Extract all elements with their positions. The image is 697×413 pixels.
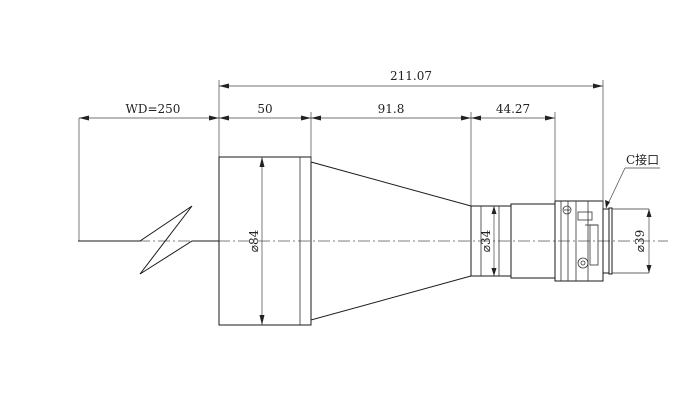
arrow-seg2-left	[311, 115, 321, 121]
wd-break-line	[78, 205, 219, 275]
arrow-total-left	[219, 83, 229, 89]
arrow-dia-mount-bottom	[646, 265, 652, 273]
dim-seg2: 91.8	[378, 102, 405, 116]
dim-dia-front: ⌀84	[247, 229, 261, 252]
arrow-total-right	[593, 83, 603, 89]
dim-seg1: 50	[257, 102, 272, 116]
arrow-dia-mid-bottom	[491, 268, 497, 276]
dim-wd: WD=250	[126, 102, 181, 116]
aperture-knob	[577, 211, 593, 221]
mount-leader-arrow	[605, 200, 610, 208]
arrow-dia-mid-top	[491, 206, 497, 214]
mount-leader	[605, 167, 626, 209]
dim-seg3: 44.27	[496, 102, 530, 116]
arrow-wd-right	[209, 115, 219, 121]
arrow-seg1-left	[219, 115, 229, 121]
mount-label: C接口	[626, 152, 659, 167]
arrow-seg2-right	[461, 115, 471, 121]
arrow-seg3-left	[471, 115, 481, 121]
lock-screw-bottom-core	[580, 260, 586, 266]
arrow-dia-mount-top	[646, 209, 652, 217]
arrow-dia-front-top	[259, 157, 265, 167]
dim-total: 211.07	[390, 69, 432, 83]
arrow-seg3-right	[545, 115, 555, 121]
arrow-seg1-right	[301, 115, 311, 121]
c-mount-edge	[608, 207, 613, 275]
mount-slot	[589, 224, 599, 266]
lock-screw-top-icon	[562, 205, 572, 215]
arrow-wd-left	[79, 115, 89, 121]
arrow-dia-front-bottom	[259, 315, 265, 325]
dim-dia-mid: ⌀34	[479, 229, 493, 252]
lock-screw-bottom-icon	[577, 257, 589, 269]
dim-dia-mount: ⌀39	[633, 230, 647, 253]
